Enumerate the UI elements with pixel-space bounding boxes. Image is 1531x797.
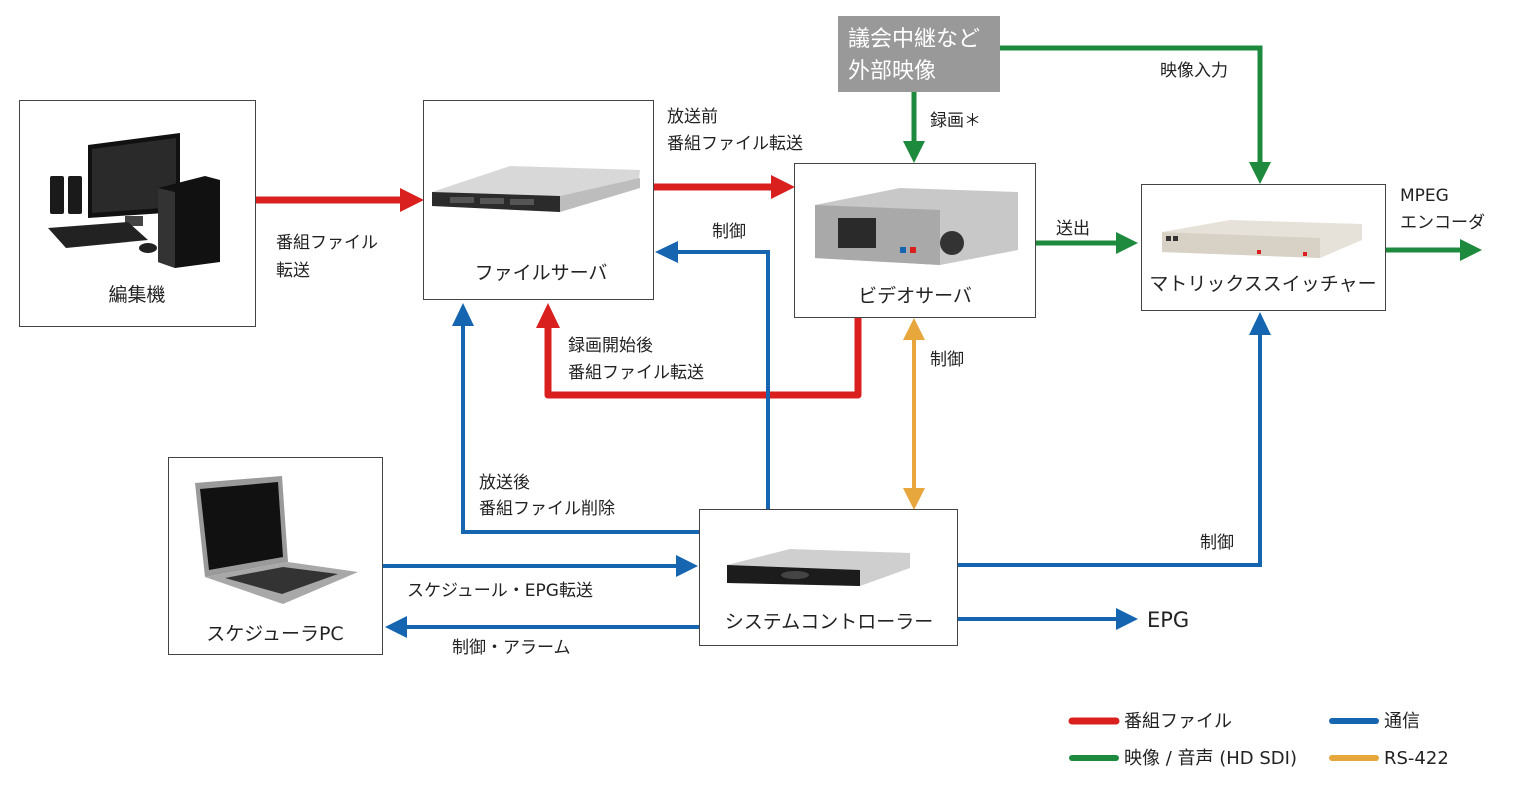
legend-label: 映像 / 音声 (HD SDI) xyxy=(1124,748,1297,769)
label-program-file: 番組ファイル xyxy=(276,233,378,253)
scheduler-pc-node: スケジューラPC xyxy=(168,457,383,655)
arrow-matrix-to-mpeg-encoder xyxy=(1386,239,1482,261)
legend-item-rs422: RS-422 xyxy=(1329,748,1449,769)
rack-1u-icon xyxy=(727,549,910,586)
label-send: 送出 xyxy=(1056,219,1090,239)
legend: 番組ファイル 通信 映像 / 音声 (HD SDI) RS-422 xyxy=(1068,711,1449,769)
label-transfer: 転送 xyxy=(276,261,310,281)
file-server-node: ファイルサーバ xyxy=(423,100,654,300)
arrow-controller-to-matrix-switcher xyxy=(958,312,1271,567)
external-label-line1: 議会中継など xyxy=(848,27,980,52)
legend-item-program-file: 番組ファイル xyxy=(1068,711,1232,732)
label-program-file-transfer-2: 番組ファイル転送 xyxy=(568,363,704,383)
rack-server-icon xyxy=(432,166,640,212)
arrow-controller-to-file-server-control xyxy=(655,241,770,509)
arrow-rs422-video-server-controller xyxy=(903,318,925,510)
video-server-node: ビデオサーバ xyxy=(794,163,1036,318)
label-after-broadcast: 放送後 xyxy=(479,473,530,493)
desktop-pc-icon xyxy=(48,133,220,268)
label-before-broadcast: 放送前 xyxy=(667,107,718,127)
label-schedule-epg-transfer: スケジュール・EPG転送 xyxy=(407,581,593,601)
arrow-editor-to-file-server xyxy=(256,188,424,212)
label-program-file-transfer: 番組ファイル転送 xyxy=(667,134,803,154)
legend-item-communication: 通信 xyxy=(1329,711,1420,732)
scheduler-pc-label: スケジューラPC xyxy=(206,623,343,645)
matrix-switcher-icon xyxy=(1162,220,1362,258)
legend-label: 番組ファイル xyxy=(1124,711,1232,732)
video-server-label: ビデオサーバ xyxy=(858,285,972,307)
arrow-controller-to-scheduler xyxy=(385,616,700,638)
external-source-node: 議会中継など 外部映像 xyxy=(838,16,1000,92)
editor-label: 編集機 xyxy=(108,284,165,306)
arrow-controller-to-file-server-delete xyxy=(452,303,700,534)
label-control-file-server: 制御 xyxy=(712,222,746,242)
editor-node: 編集機 xyxy=(19,100,256,327)
video-deck-icon xyxy=(815,188,1018,265)
matrix-switcher-label: マトリックススイッチャー xyxy=(1149,273,1376,295)
laptop-icon xyxy=(195,476,358,604)
arrow-scheduler-to-controller xyxy=(383,555,698,577)
legend-item-video-audio: 映像 / 音声 (HD SDI) xyxy=(1069,748,1297,769)
label-epg: EPG xyxy=(1147,608,1189,632)
label-video-input: 映像入力 xyxy=(1160,61,1228,81)
legend-label: 通信 xyxy=(1384,711,1420,732)
system-controller-label: システムコントローラー xyxy=(725,611,933,633)
legend-label: RS-422 xyxy=(1384,748,1449,769)
matrix-switcher-node: マトリックススイッチャー xyxy=(1141,184,1386,311)
label-program-file-delete: 番組ファイル削除 xyxy=(479,499,615,519)
arrow-file-server-to-video-server xyxy=(654,175,795,199)
label-record: 録画＊ xyxy=(930,111,981,131)
system-controller-node: システムコントローラー xyxy=(699,509,958,646)
label-control-alarm: 制御・アラーム xyxy=(452,638,571,658)
arrow-controller-to-epg xyxy=(958,608,1138,630)
label-control-video-server: 制御 xyxy=(930,350,964,370)
arrow-video-server-to-matrix-switcher xyxy=(1036,232,1138,254)
label-control-matrix: 制御 xyxy=(1200,533,1234,553)
file-server-label: ファイルサーバ xyxy=(475,262,608,284)
arrow-external-to-matrix-switcher xyxy=(1000,45,1271,184)
label-mpeg: MPEG xyxy=(1400,186,1449,206)
label-after-record-start: 録画開始後 xyxy=(568,336,653,356)
label-encoder: エンコーダ xyxy=(1400,213,1485,233)
arrow-external-to-video-server xyxy=(903,92,925,163)
external-label-line2: 外部映像 xyxy=(848,59,936,84)
arrow-video-server-to-file-server xyxy=(536,303,862,399)
